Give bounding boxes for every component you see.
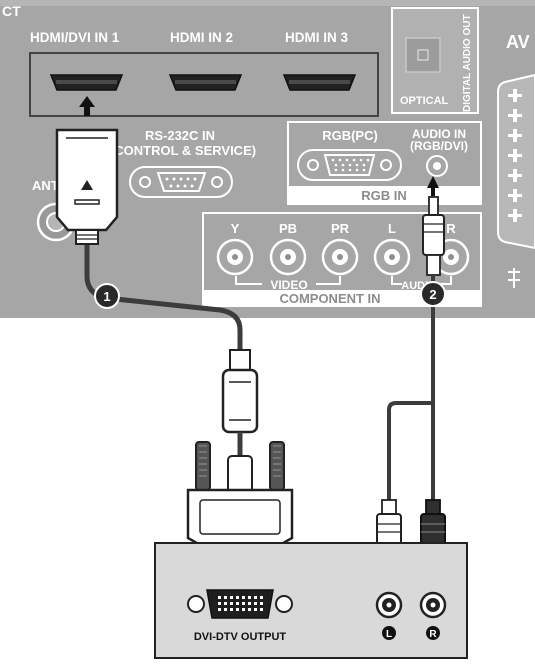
av-section: AV xyxy=(497,32,535,288)
right-channel-text: R xyxy=(429,629,437,640)
component-r-label: R xyxy=(446,221,456,236)
component-pr-jack[interactable] xyxy=(321,238,359,276)
hdmi-port-3-label: HDMI IN 3 xyxy=(285,30,348,45)
dvi-output-port[interactable] xyxy=(187,589,293,619)
rgb-pc-port[interactable] xyxy=(297,149,402,181)
component-video-label: VIDEO xyxy=(270,278,307,292)
hdmi-port-1-label: HDMI/DVI IN 1 xyxy=(30,30,120,45)
rgb-in-label: RGB IN xyxy=(361,188,407,203)
audio-in-jack[interactable] xyxy=(426,155,448,177)
step-1-badge: 1 xyxy=(94,283,120,309)
arrow-up-icon-2 xyxy=(427,176,439,196)
audio-in-label: AUDIO IN xyxy=(412,127,466,141)
step-2-badge: 2 xyxy=(420,281,446,307)
rs232-section: RS-232C IN (CONTROL & SERVICE) xyxy=(110,128,256,198)
rs232-sublabel: (CONTROL & SERVICE) xyxy=(110,143,256,158)
left-channel-text: L xyxy=(386,629,392,640)
component-pb-label: PB xyxy=(279,221,297,236)
left-channel-badge: L xyxy=(382,626,396,640)
hdmi-port-2[interactable] xyxy=(168,74,243,91)
hdmi-dvi-cable xyxy=(55,128,294,576)
component-y-label: Y xyxy=(231,221,240,236)
audio-out-right-jack[interactable] xyxy=(419,591,447,619)
dvi-output-label: DVI-DTV OUTPUT xyxy=(194,631,287,643)
component-l-label: L xyxy=(388,221,396,236)
optical-label: OPTICAL xyxy=(400,95,449,107)
component-pb-jack[interactable] xyxy=(269,238,307,276)
right-channel-badge: R xyxy=(426,626,440,640)
external-device: DVI-DTV OUTPUT L R xyxy=(154,542,468,659)
hdmi-section: HDMI/DVI IN 1 HDMI IN 2 HDMI IN 3 xyxy=(29,30,379,117)
component-in-label: COMPONENT IN xyxy=(279,291,380,306)
hdmi-port-2-label: HDMI IN 2 xyxy=(170,30,233,45)
component-y-jack[interactable] xyxy=(216,238,254,276)
audio-out-left-jack[interactable] xyxy=(375,591,403,619)
arrow-up-icon xyxy=(79,96,95,116)
rs232-label: RS-232C IN xyxy=(145,128,215,143)
optical-port[interactable] xyxy=(405,37,441,73)
hdmi-plug xyxy=(55,128,119,245)
optical-section: OPTICAL DIGITAL AUDIO OUT xyxy=(391,7,479,114)
hdmi-port-3[interactable] xyxy=(282,74,357,91)
av-usb-icon xyxy=(508,268,520,288)
component-l-jack[interactable] xyxy=(373,238,411,276)
hdmi-port-1[interactable] xyxy=(49,74,124,91)
av-label: AV xyxy=(506,32,530,52)
component-pr-label: PR xyxy=(331,221,350,236)
audio-in-plug xyxy=(422,176,445,276)
antenna-label: ANT xyxy=(32,178,59,193)
hdmi-port-frame xyxy=(29,52,379,117)
audio-in-sublabel: (RGB/DVI) xyxy=(410,139,468,153)
step-1-number: 1 xyxy=(103,289,110,304)
component-in-section: COMPONENT IN Y PB PR L R VIDEO xyxy=(202,212,482,307)
digital-audio-out-label: DIGITAL AUDIO OUT xyxy=(462,14,473,112)
rgb-pc-label: RGB(PC) xyxy=(322,128,378,143)
dvi-plug xyxy=(221,349,259,457)
step-2-number: 2 xyxy=(429,287,436,302)
rs232-port[interactable] xyxy=(129,166,233,198)
corner-label: CT xyxy=(2,3,21,19)
